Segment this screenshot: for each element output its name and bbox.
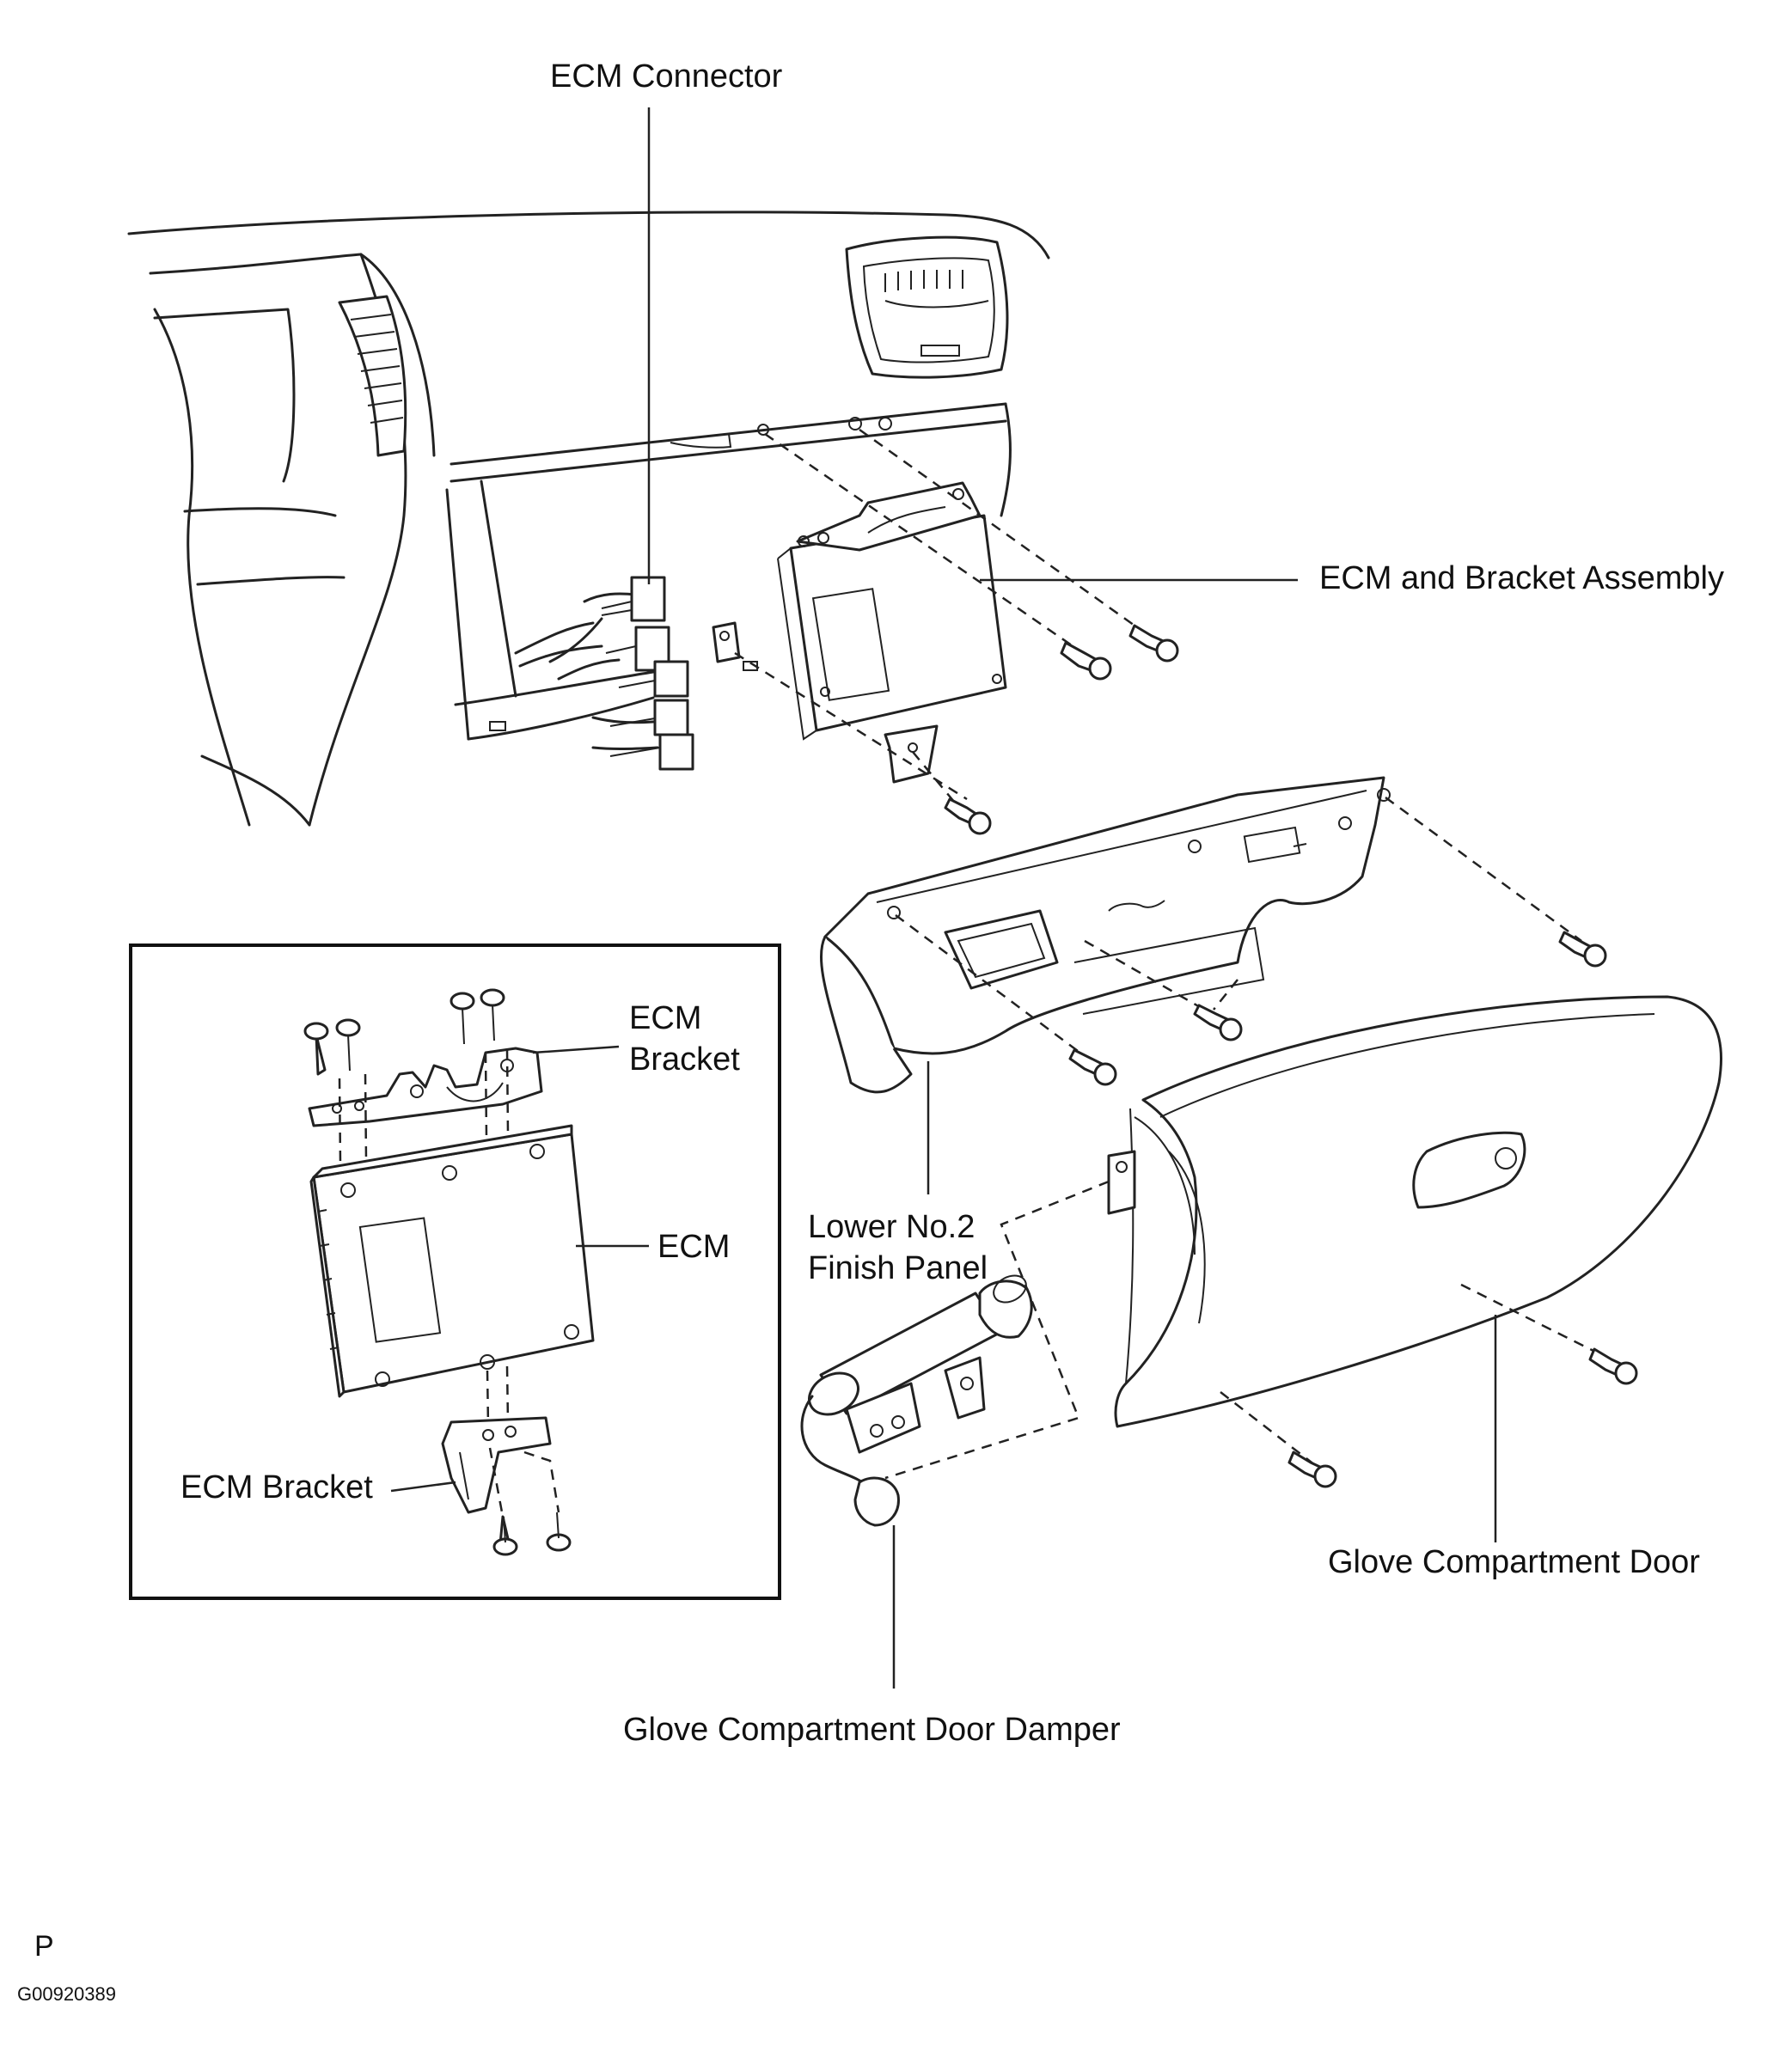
lower-panel-label-line2: Finish Panel: [808, 1250, 988, 1286]
ecm-installed: [712, 481, 1007, 784]
glove-damper-label: Glove Compartment Door Damper: [623, 1712, 1121, 1748]
ecm-bracket-top-label-line2: Bracket: [629, 1041, 740, 1078]
glove-door-damper: [800, 1274, 1033, 1527]
glove-compartment-door: [1107, 995, 1722, 1428]
ecm-bracket-bottom-label: ECM Bracket: [180, 1469, 373, 1505]
ecm-connector-label: ECM Connector: [550, 58, 783, 95]
glove-door-label: Glove Compartment Door: [1328, 1544, 1700, 1580]
ecm-detail-inset: [129, 944, 781, 1600]
ecm-label: ECM: [657, 1229, 731, 1265]
screws-panel: [1068, 931, 1607, 1086]
dashboard: [127, 211, 1050, 827]
lower-finish-panel: [819, 776, 1391, 1094]
ecm-connectors: [514, 576, 694, 771]
ecm-bracket-assembly-label: ECM and Bracket Assembly: [1319, 560, 1724, 596]
leader-lines: [390, 107, 1497, 1689]
install-lines-panel: [895, 796, 1582, 1063]
install-lines-door: [884, 1180, 1617, 1480]
figure-id: G00920389: [17, 1983, 116, 2005]
screws-upper: [944, 624, 1179, 835]
install-lines-upper: [734, 428, 1144, 813]
screws-door: [1287, 1347, 1638, 1488]
ecm-bracket-top-label-line1: ECM: [629, 1000, 702, 1036]
lower-panel-label-line1: Lower No.2: [808, 1209, 976, 1245]
footer-mark: P: [34, 1930, 54, 1963]
